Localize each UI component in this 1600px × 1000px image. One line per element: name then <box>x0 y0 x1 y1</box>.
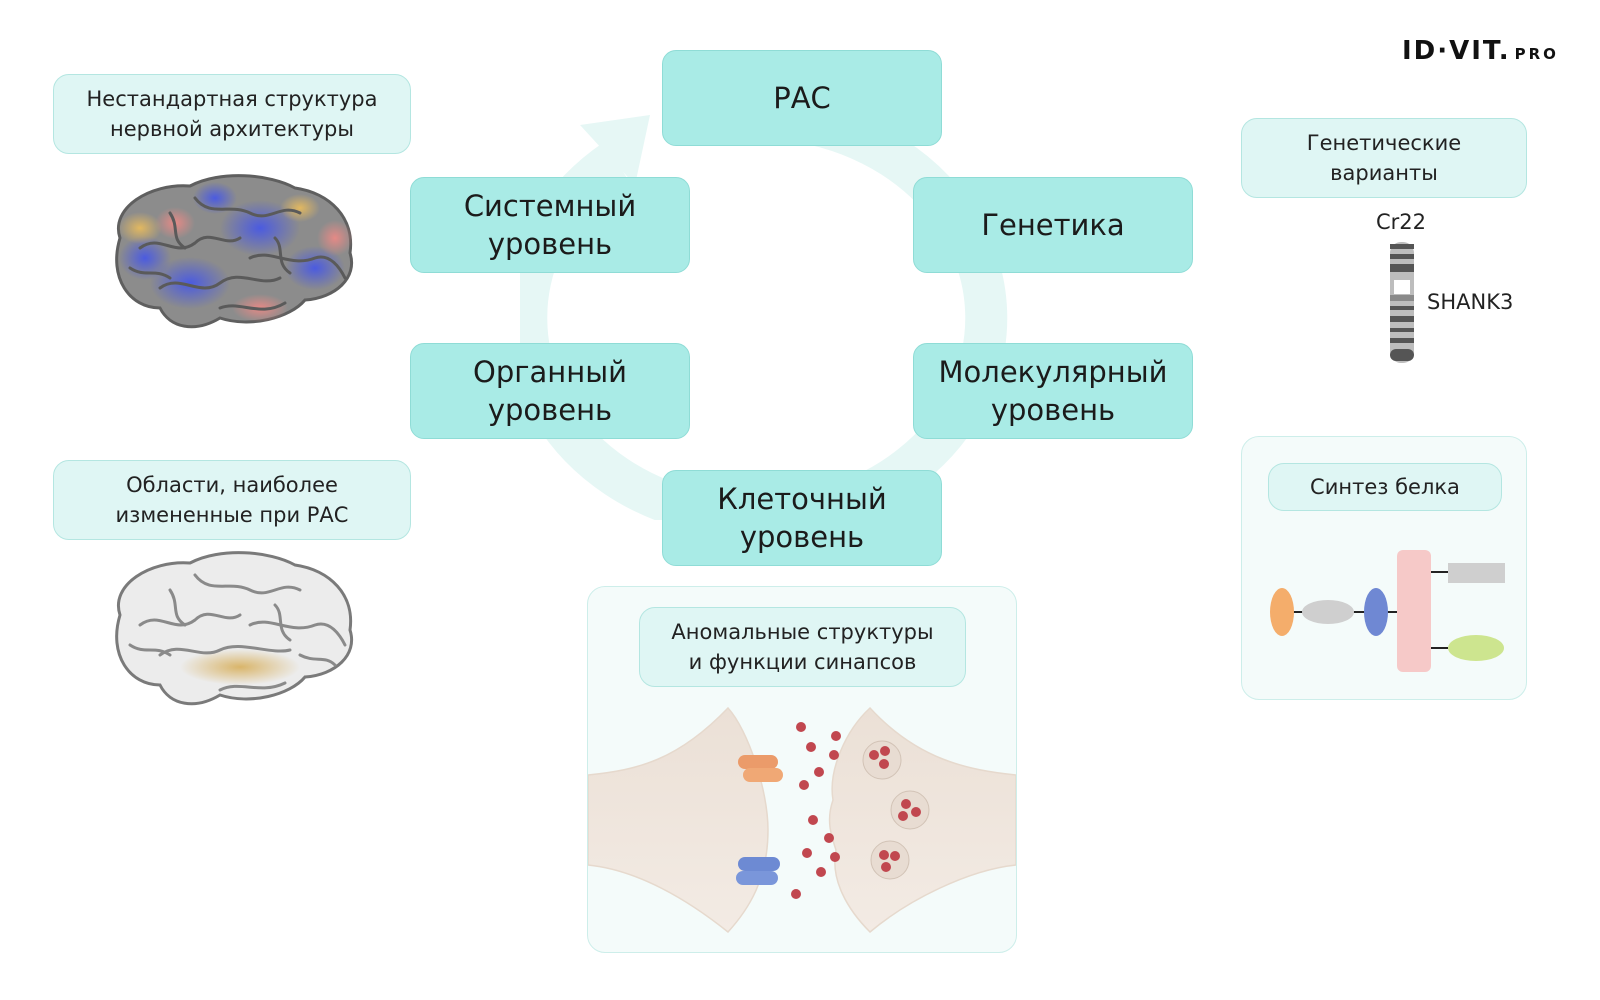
cycle-arrow <box>520 100 1008 520</box>
label-synapse: Аномальные структуры и функции синапсов <box>639 607 966 687</box>
node-organ-level: Органный уровень <box>410 343 690 439</box>
node-ras: РАС <box>662 50 942 146</box>
node-systemic-level: Системный уровень <box>410 177 690 273</box>
brain-colored-image <box>115 174 353 329</box>
node-molecular-level: Молекулярный уровень <box>913 343 1193 439</box>
chromosome-name: Cr22 <box>1376 210 1427 234</box>
logo-main: ID·VIT. <box>1402 36 1511 66</box>
label-genetic-variants: Генетические варианты <box>1241 118 1527 198</box>
label-architecture: Нестандартная структура нервной архитект… <box>53 74 411 154</box>
label-protein-synthesis: Синтез белка <box>1268 463 1502 511</box>
node-cellular-level: Клеточный уровень <box>662 470 942 566</box>
brain-regions-image <box>115 551 353 706</box>
logo-suffix: PRO <box>1514 45 1559 63</box>
protein-domains-diagram <box>1270 550 1505 672</box>
chromosome-icon <box>1390 242 1414 363</box>
synapse-illustration <box>588 706 1016 934</box>
idvit-logo: ID·VIT.PRO <box>1402 36 1559 66</box>
node-genetics: Генетика <box>913 177 1193 273</box>
label-ras-regions: Области, наиболее измененные при РАС <box>53 460 411 540</box>
gene-name: SHANK3 <box>1427 290 1514 314</box>
